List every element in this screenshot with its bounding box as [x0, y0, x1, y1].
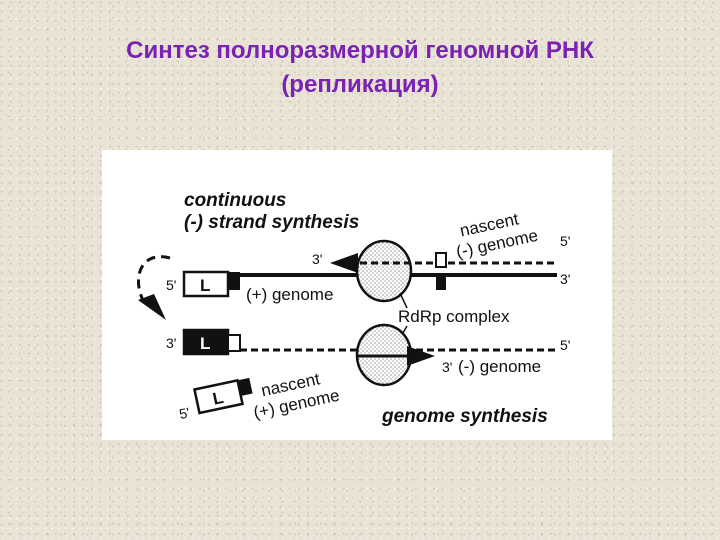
heading-genome-synthesis: genome synthesis	[381, 406, 548, 427]
nascent-plus-label-group: nascent (+) genome	[252, 369, 341, 422]
replication-diagram: continuous (-) strand synthesis genome s…	[102, 150, 612, 440]
title-line-2: (репликация)	[281, 71, 439, 98]
upper-3-prime-end: 3'	[560, 271, 570, 287]
middle-leader-box	[182, 328, 230, 356]
upper-leader-label: L	[200, 276, 210, 295]
nascent-minus-3-prime: 3'	[312, 251, 322, 267]
upper-black-block	[228, 272, 240, 290]
nascent-minus-white-marker	[435, 252, 447, 268]
middle-white-block	[227, 334, 241, 352]
nascent-minus-arrowhead	[330, 253, 358, 273]
nascent-plus-strand-group: 5' L	[178, 377, 253, 422]
rdrp-pointer-upper	[399, 292, 408, 309]
plus-genome-label: (+) genome	[246, 285, 333, 304]
title-line-1: Синтез полноразмерной геномной РНК	[126, 37, 594, 64]
middle-5-prime-end: 5'	[560, 337, 570, 353]
upper-rdrp-complex	[355, 239, 413, 303]
genome-synthesis-arrowhead	[407, 346, 435, 366]
nascent-plus-leader-label: L	[211, 388, 225, 409]
nascent-minus-label-group: nascent (-) genome	[454, 209, 539, 261]
minus-genome-label: (-) genome	[458, 357, 541, 376]
lower-3-prime-label: 3'	[442, 359, 452, 375]
recycle-arrowhead	[138, 294, 166, 320]
slide-title: Синтез полноразмерной геномной РНК (репл…	[0, 34, 720, 102]
middle-leader-label: L	[200, 334, 210, 353]
heading-strand-synthesis: (-) strand synthesis	[184, 212, 359, 233]
nascent-plus-black-block	[237, 377, 253, 397]
replication-diagram-svg: continuous (-) strand synthesis genome s…	[136, 190, 570, 427]
template-black-marker	[436, 276, 446, 290]
nascent-minus-5-prime: 5'	[560, 233, 570, 249]
rdrp-complex-label: RdRp complex	[398, 307, 510, 326]
middle-3-prime-label: 3'	[166, 335, 176, 351]
recycle-dashed-arrow	[136, 255, 171, 307]
heading-continuous: continuous	[184, 190, 286, 211]
upper-5-prime-label: 5'	[166, 277, 176, 293]
nascent-plus-5-prime: 5'	[178, 404, 192, 422]
